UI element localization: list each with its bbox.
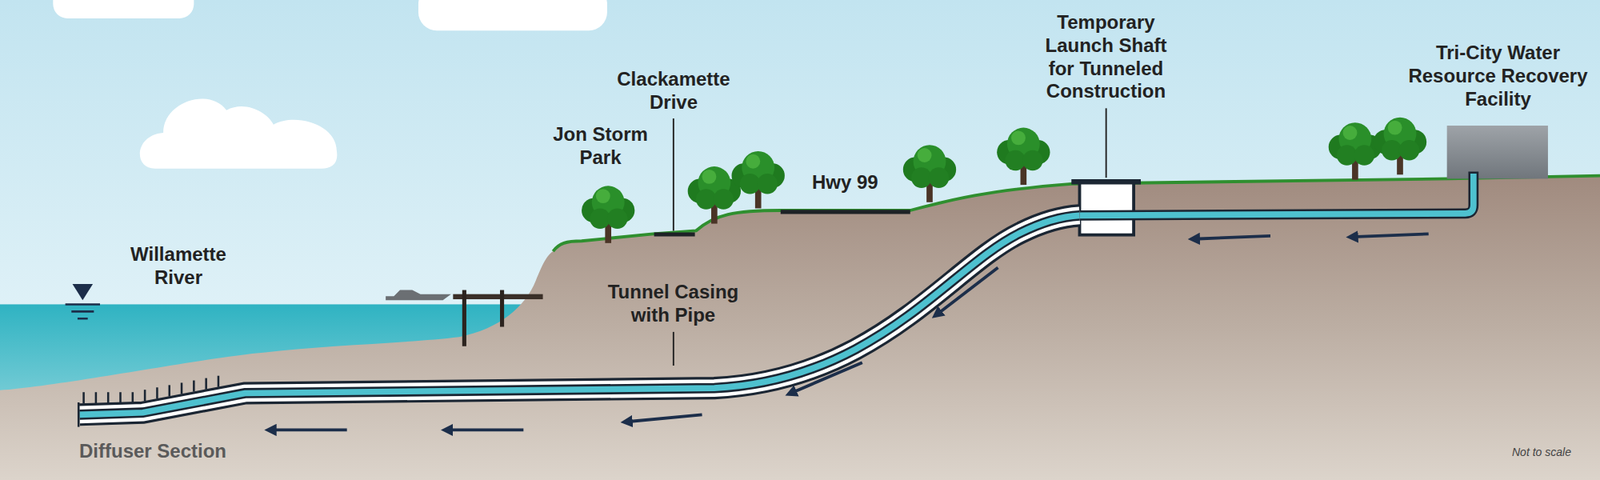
clouds-part [140, 99, 338, 169]
label: Tri-City Water Resource Recovery Facilit… [1404, 41, 1592, 111]
leader-lines-part [672, 118, 675, 231]
boat-part [385, 290, 452, 301]
diffuser-risers-part [82, 392, 85, 404]
roads-part [780, 209, 911, 214]
diffuser-risers-part [144, 389, 147, 401]
flow-arrows [270, 233, 1429, 430]
diffuser-risers-part [217, 376, 220, 388]
diffuser-risers-part [192, 380, 196, 392]
water-level-symbol-part [72, 284, 94, 300]
outfall-pipe-part [1079, 171, 1473, 216]
trees-part [581, 185, 635, 243]
trees-part [996, 128, 1050, 185]
flow-arrows-part [447, 428, 524, 432]
dock-part [500, 290, 504, 328]
outfall-pipe-part [77, 402, 80, 428]
outfall-pipe-part [79, 215, 1080, 415]
flow-arrows-part [1352, 233, 1429, 237]
diffuser-risers-part [119, 392, 122, 404]
roads-part [654, 232, 696, 236]
label: Jon Storm Park [546, 123, 655, 170]
label: Diffuser Section [79, 440, 227, 464]
diffuser-risers-part [156, 387, 159, 399]
label: Temporary Launch Shaft for Tunneled Cons… [1032, 11, 1180, 104]
leader-lines-part [1105, 108, 1108, 178]
outfall-pipe-part [79, 215, 1080, 415]
label: Clackamette Drive [605, 68, 742, 115]
diffuser-risers [84, 376, 219, 404]
ground [0, 176, 1600, 480]
dock-part [462, 290, 467, 347]
boat [385, 290, 452, 301]
flow-arrows-part [936, 267, 999, 315]
launch-shaft-part [1071, 179, 1141, 184]
water-level-symbol [65, 284, 100, 319]
outfall-pipe-part [79, 215, 1080, 415]
trees [581, 117, 1427, 244]
trees-part [1328, 122, 1382, 180]
launch-shaft-part [1079, 181, 1134, 235]
diffuser-risers-part [168, 384, 171, 396]
trees-part [1373, 117, 1427, 175]
clouds-part [52, 0, 194, 19]
clouds [52, 0, 608, 169]
roads [654, 212, 911, 235]
outfall-pipe-part [79, 215, 1080, 415]
dock-part [452, 294, 543, 300]
treatment-facility-building-part [1447, 125, 1548, 179]
label: Tunnel Casing with Pipe [599, 280, 748, 328]
label: Not to scale [1512, 445, 1572, 460]
leader-lines-part [672, 332, 675, 366]
ground-part [0, 176, 1600, 480]
flow-arrows-part [791, 362, 863, 393]
launch-shaft [1071, 181, 1141, 235]
outfall-pipe-part [1079, 173, 1473, 216]
label: Hwy 99 [812, 171, 879, 195]
diffuser-risers-part [132, 392, 135, 404]
diffuser-risers-part [204, 378, 208, 390]
label: Willamette River [118, 243, 239, 290]
trees-part [903, 144, 956, 202]
flow-arrows-part [626, 414, 702, 422]
trees-part [732, 151, 785, 208]
clouds-part [418, 0, 608, 31]
flow-arrows-part [1193, 236, 1271, 240]
diffuser-risers-part [107, 392, 110, 404]
outfall-pipe [78, 171, 1474, 427]
treatment-facility-building [1447, 125, 1548, 179]
dock [452, 290, 543, 347]
diffuser-risers-part [95, 392, 98, 404]
diffuser-risers-part [180, 382, 184, 394]
leader-lines [673, 108, 1107, 366]
water-level-symbol-part [65, 304, 100, 319]
flow-arrows-part [270, 428, 348, 432]
